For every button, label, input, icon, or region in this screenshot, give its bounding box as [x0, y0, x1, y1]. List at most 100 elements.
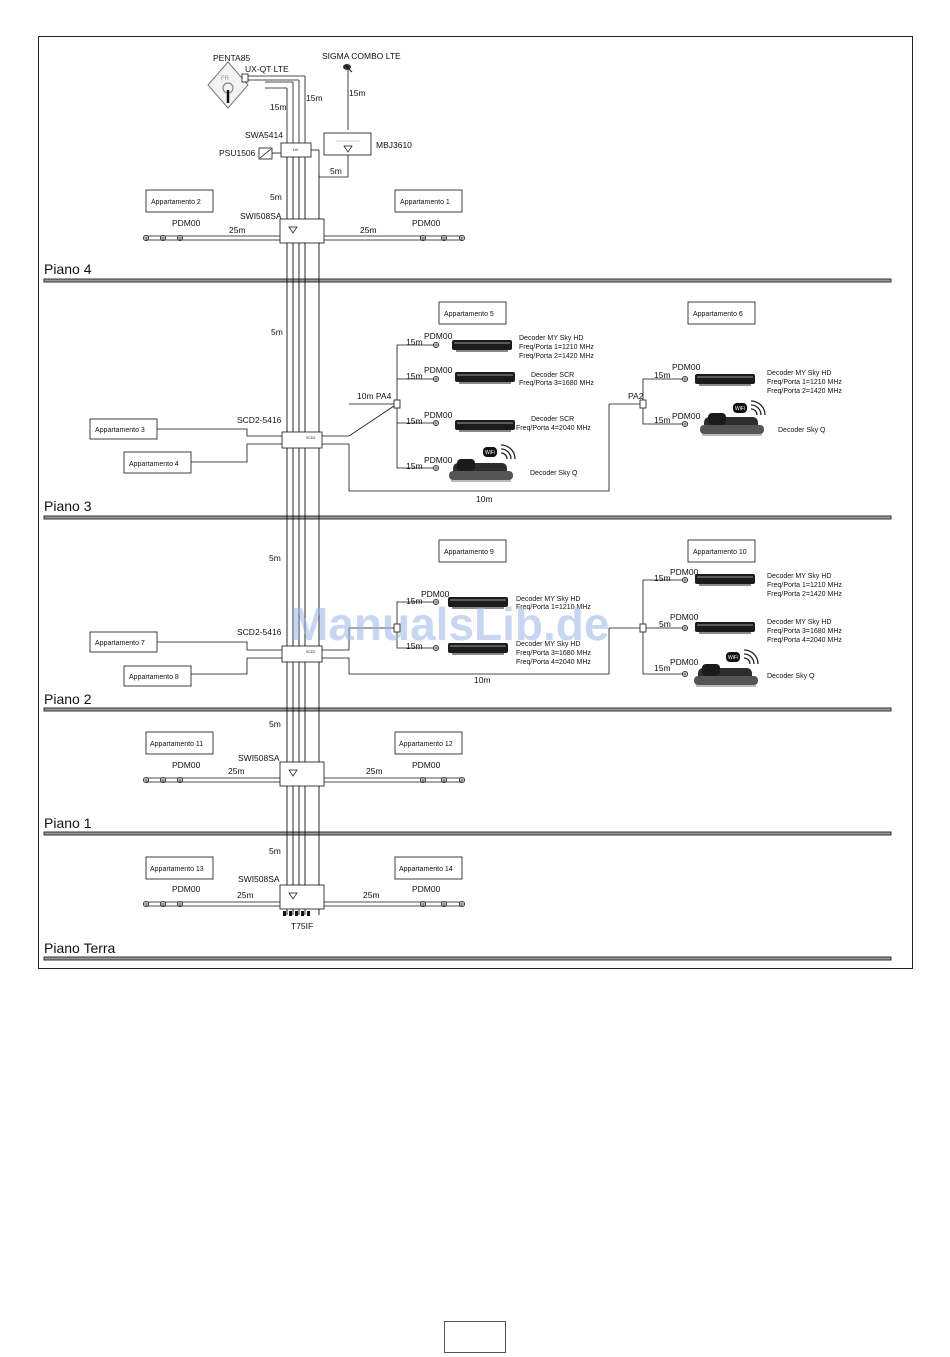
apartment-box-6: Appartamento 6 [687, 301, 756, 325]
apartment-box-11: Appartamento 11 [145, 731, 214, 755]
p3-left-wiring [157, 428, 282, 463]
psu-icon [258, 147, 273, 160]
dec-p2-c-f1: Freq/Porta 1=1210 MHz [767, 582, 842, 589]
swa5414-multiswitch [272, 142, 320, 173]
svg-text:Appartamento 14: Appartamento 14 [399, 866, 453, 873]
apartment-box-14: Appartamento 14 [394, 856, 463, 880]
floor-label-3: Piano 3 [44, 498, 92, 514]
dec-p3-a-f2: Freq/Porta 2=1420 MHz [519, 353, 594, 360]
cable-length-25m-pt-right: 25m [363, 890, 380, 900]
swi508sa-p1 [279, 761, 325, 787]
dec-p2-c-f2: Freq/Porta 2=1420 MHz [767, 591, 842, 598]
pa2-branches [609, 378, 685, 425]
dec-p3-a-f1: Freq/Porta 1=1210 MHz [519, 344, 594, 351]
pdm-label-pt-right: PDM00 [412, 884, 441, 894]
p2-splitter-left [393, 623, 401, 633]
page-number-box [444, 1321, 506, 1353]
cable-15m-p3-d: 15m [406, 461, 423, 471]
amplifier-label: MBJ3610 [376, 140, 412, 150]
dec-p3-e-f2: Freq/Porta 2=1420 MHz [767, 388, 842, 395]
cable-length-10m-p2: 10m [474, 675, 491, 685]
svg-text:Appartamento 8: Appartamento 8 [129, 674, 179, 681]
decoder-skyq-icon-p2 [694, 664, 758, 687]
filter-block [241, 73, 305, 89]
apartment-box-4: Appartamento 4 [123, 451, 192, 474]
apartment-box-1: Appartamento 1 [394, 189, 463, 213]
p3-right-wiring [322, 403, 610, 492]
cable-15m-p3-f: 15m [654, 415, 671, 425]
headend-feed-cables [286, 76, 306, 145]
apartment-box-3: Appartamento 3 [89, 418, 158, 440]
cable-length-25m-p4-right: 25m [360, 225, 377, 235]
scd2-multiswitch-p3: SCD2 [281, 431, 323, 449]
cable-15m-p3-b: 15m [406, 371, 423, 381]
pdm-label-p1-right: PDM00 [412, 760, 441, 770]
dec-p3-f-title: Decoder Sky Q [778, 427, 826, 434]
apartment-box-10: Appartamento 10 [687, 539, 756, 563]
pdm-p2-c: PDM00 [670, 567, 699, 577]
svg-text:Appartamento 6: Appartamento 6 [693, 311, 743, 318]
filter-label: UX-QT LTE [245, 64, 289, 74]
terrestrial-antenna-icon: FR [207, 61, 249, 109]
dec-p3-c-title: Decoder SCR [531, 416, 574, 423]
cable-length-15m-a: 15m [270, 102, 287, 112]
apartment-box-13: Appartamento 13 [145, 856, 214, 880]
decoder-myhd-icon-p2-apt10b [695, 622, 755, 634]
pdm-label-p1-left: PDM00 [172, 760, 201, 770]
apartment-box-7: Appartamento 7 [89, 631, 158, 653]
svg-text:Appartamento 9: Appartamento 9 [444, 549, 494, 556]
swi-label-p1: SWI508SA [238, 753, 280, 763]
apartment-box-9: Appartamento 9 [438, 539, 507, 563]
cable-length-25m-p4-left: 25m [229, 225, 246, 235]
svg-text:SCD2: SCD2 [306, 436, 315, 440]
decoder-myhd-icon-p2-apt10a [695, 574, 755, 586]
swi508sa-pt [279, 884, 325, 916]
combo-antenna-icon [343, 64, 353, 130]
pdm-p3-f: PDM00 [672, 411, 701, 421]
svg-text:Appartamento 7: Appartamento 7 [95, 640, 145, 647]
pdm-p2-d: PDM00 [670, 612, 699, 622]
cable-length-15m-c: 15m [349, 88, 366, 98]
pdm-p3-a: PDM00 [424, 331, 453, 341]
cable-length-5m-amp: 5m [330, 166, 342, 176]
pa2-splitter [639, 399, 647, 409]
pdm-p3-c: PDM00 [424, 410, 453, 420]
cable-length-5m-p1: 5m [269, 719, 281, 729]
svg-text:FR: FR [221, 76, 230, 82]
floor-separators [43, 278, 892, 961]
pdm-label-pt-left: PDM00 [172, 884, 201, 894]
diagram-frame [38, 36, 913, 969]
dec-p3-c-f4: Freq/Porta 4=2040 MHz [516, 425, 591, 432]
pdm-p2-a: PDM00 [421, 589, 450, 599]
wifi-icon-p3 [482, 444, 516, 460]
floor-label-ground: Piano Terra [44, 940, 116, 956]
cable-length-10m-p3: 10m [476, 494, 493, 504]
psu-label: PSU1506 [219, 148, 256, 158]
pa4-label: 10m PA4 [357, 391, 392, 401]
pdm-p2-e: PDM00 [670, 657, 699, 667]
svg-text:Appartamento 4: Appartamento 4 [129, 461, 179, 468]
combo-antenna-label: SIGMA COMBO LTE [322, 51, 401, 61]
apartment-box-5: Appartamento 5 [438, 301, 507, 325]
cable-15m-p3-e: 15m [654, 370, 671, 380]
swa-box-text: UX [293, 147, 299, 152]
apartment-box-8: Appartamento 8 [123, 665, 192, 687]
pdm-p3-d: PDM00 [424, 455, 453, 465]
pdm-label-p4-right: PDM00 [412, 218, 441, 228]
cable-15m-p2-a: 15m [406, 596, 423, 606]
svg-text:Appartamento 3: Appartamento 3 [95, 427, 145, 434]
dec-p3-e-title: Decoder MY Sky HD [767, 370, 831, 377]
dec-p3-b-f3: Freq/Porta 3=1680 MHz [519, 380, 594, 387]
scd2-multiswitch-p2: SCD2 [281, 645, 323, 663]
dec-p3-a-title: Decoder MY Sky HD [519, 335, 583, 342]
svg-text:Appartamento 2: Appartamento 2 [151, 199, 201, 206]
p2-right-wiring [322, 579, 685, 675]
decoder-skyq-icon-p3-apt6 [700, 413, 764, 436]
cable-15m-p2-e: 15m [654, 663, 671, 673]
dec-p3-d-title: Decoder Sky Q [530, 470, 578, 477]
swa-label: SWA5414 [245, 130, 283, 140]
svg-text:Appartamento 13: Appartamento 13 [150, 866, 204, 873]
terminator-label: T75IF [291, 921, 313, 931]
cable-15m-p3-a: 15m [406, 337, 423, 347]
